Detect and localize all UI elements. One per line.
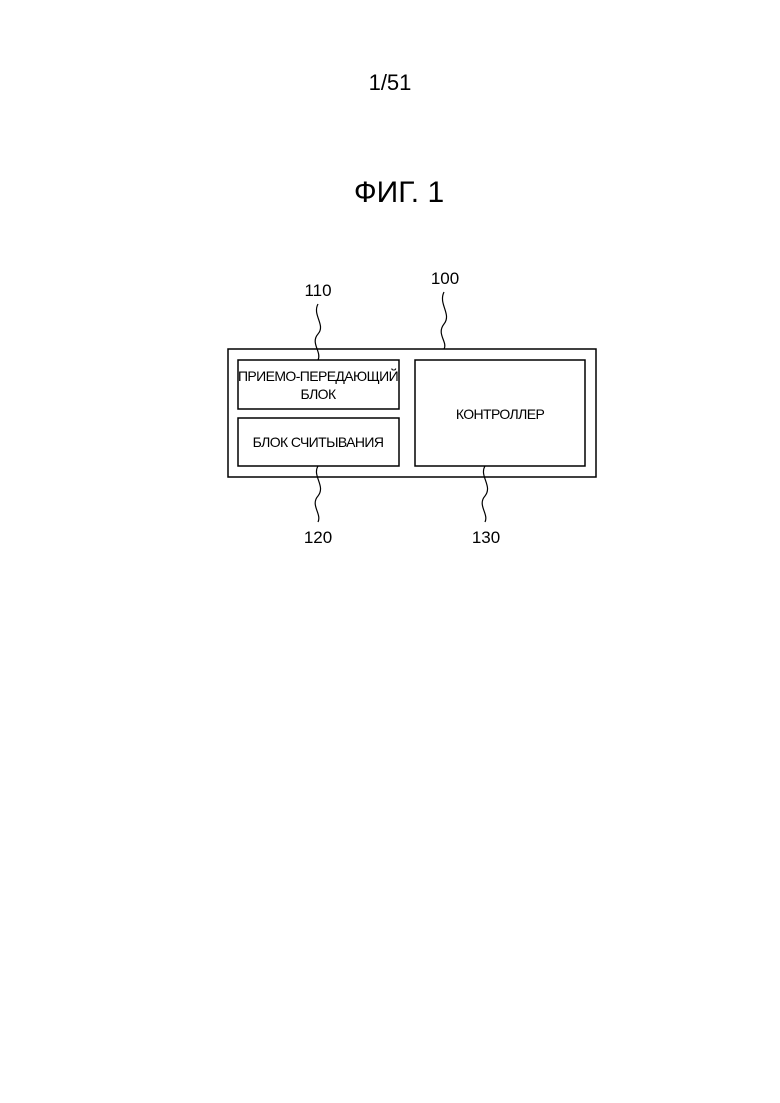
ref-device: 100 xyxy=(431,269,459,288)
ref-controller: 130 xyxy=(472,528,500,547)
leader-line-controller xyxy=(482,466,487,522)
leader-line-transceiver xyxy=(315,304,320,360)
transceiver-label-line1: ПРИЕМО-ПЕРЕДАЮЩИЙ xyxy=(238,367,398,384)
reader-label: БЛОК СЧИТЫВАНИЯ xyxy=(253,434,384,450)
transceiver-label-line2: БЛОК xyxy=(300,386,336,402)
leader-line-reader xyxy=(315,466,320,522)
ref-transceiver: 110 xyxy=(304,281,331,300)
controller-label: КОНТРОЛЛЕР xyxy=(456,406,545,422)
ref-reader: 120 xyxy=(304,528,332,547)
leader-line-device xyxy=(441,292,446,349)
